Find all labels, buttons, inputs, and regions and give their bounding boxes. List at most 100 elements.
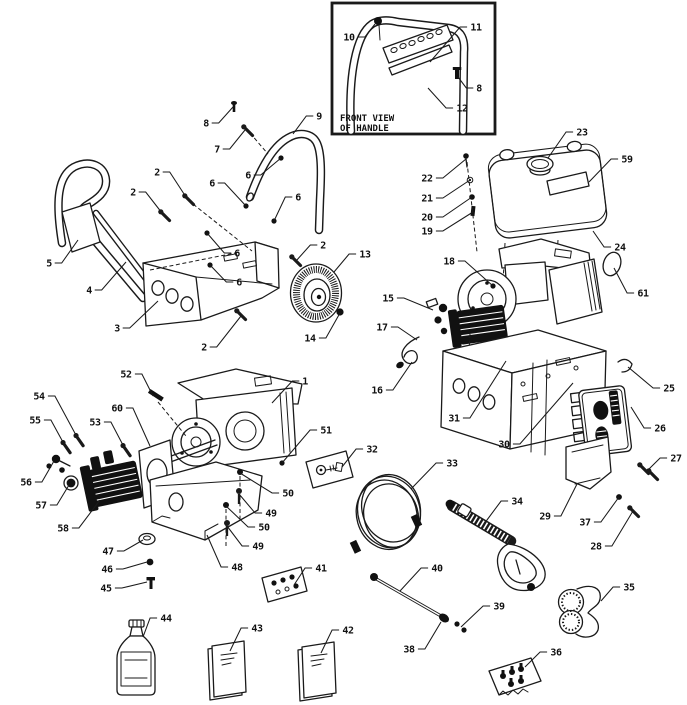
leader-line bbox=[435, 158, 467, 179]
callout-number: 7 bbox=[214, 145, 220, 156]
leader-line bbox=[225, 505, 256, 528]
control-panel bbox=[565, 385, 660, 519]
callout-6: 6 bbox=[209, 264, 243, 289]
leader-line bbox=[49, 484, 70, 506]
callout-number: 19 bbox=[421, 227, 433, 238]
callout-number: 1 bbox=[302, 377, 308, 388]
callout-55: 55 bbox=[29, 416, 65, 445]
callout-number: 36 bbox=[550, 648, 562, 659]
callout-42: 42 bbox=[320, 626, 354, 654]
engine-assembly-right bbox=[396, 238, 633, 398]
callout-number: 6 bbox=[234, 249, 240, 260]
callout-26: 26 bbox=[630, 406, 666, 435]
panel-bracket bbox=[565, 436, 612, 490]
pump-left bbox=[79, 450, 143, 512]
callout-number: 37 bbox=[579, 518, 591, 529]
callout-6: 6 bbox=[209, 179, 247, 207]
callout-number: 2 bbox=[201, 343, 207, 354]
leader-line bbox=[134, 373, 154, 397]
bolt-glyph bbox=[117, 440, 134, 458]
leader-line bbox=[238, 493, 263, 514]
bolt-glyph bbox=[180, 191, 196, 207]
leader-line bbox=[206, 534, 229, 568]
callout-number: 22 bbox=[421, 174, 433, 185]
callout-14: 14 bbox=[304, 312, 341, 345]
leader-line bbox=[320, 629, 340, 654]
inset-front-view-of-handle: FRONT VIEW OF HANDLE bbox=[330, 1, 497, 136]
callout-6: 6 bbox=[245, 157, 282, 182]
callout-1: 1 bbox=[271, 377, 309, 404]
callout-number: 55 bbox=[29, 416, 41, 427]
callout-2: 2 bbox=[154, 168, 187, 198]
leader-line bbox=[142, 617, 158, 638]
callout-number: 40 bbox=[431, 564, 443, 575]
fuel-tank-assembly bbox=[463, 140, 608, 284]
callout-number: 28 bbox=[590, 542, 602, 553]
callout-layer: 1222234566666789131410118122359222120192… bbox=[20, 23, 682, 668]
leader-line bbox=[399, 567, 429, 592]
leader-line bbox=[318, 312, 341, 339]
callout-61: 61 bbox=[613, 267, 649, 300]
bolt-glyph bbox=[57, 437, 74, 455]
callout-13: 13 bbox=[333, 250, 371, 273]
leader-line bbox=[229, 627, 249, 652]
leader-line bbox=[54, 239, 79, 264]
leader-line bbox=[435, 211, 474, 232]
callout-58: 58 bbox=[57, 499, 101, 535]
leader-line bbox=[410, 462, 444, 490]
leader-line bbox=[630, 406, 652, 429]
callout-number: 51 bbox=[320, 426, 332, 437]
callout-number: 13 bbox=[359, 250, 371, 261]
callout-number: 48 bbox=[231, 563, 243, 574]
leader-line bbox=[162, 171, 187, 198]
engine-pump-assembly-left bbox=[46, 368, 303, 589]
callout-5: 5 bbox=[46, 239, 79, 270]
callout-number: 11 bbox=[470, 23, 482, 34]
callout-number: 43 bbox=[251, 624, 263, 635]
callout-23: 23 bbox=[547, 128, 588, 159]
callout-34: 34 bbox=[483, 497, 523, 525]
callout-44: 44 bbox=[142, 614, 172, 638]
callout-50: 50 bbox=[225, 505, 270, 534]
callout-4: 4 bbox=[86, 261, 127, 297]
callout-28: 28 bbox=[590, 510, 634, 553]
handle-knob bbox=[374, 17, 382, 25]
leader-line bbox=[457, 76, 474, 89]
callout-number: 46 bbox=[101, 565, 113, 576]
leader-line bbox=[94, 261, 127, 291]
leader-line bbox=[357, 23, 376, 38]
leader-line bbox=[138, 191, 163, 214]
handle-pad bbox=[61, 202, 101, 253]
flywheel bbox=[171, 417, 221, 467]
callout-46: 46 bbox=[101, 561, 148, 576]
leader-line bbox=[547, 131, 574, 159]
leader-line bbox=[217, 182, 247, 207]
leader-line bbox=[292, 115, 314, 135]
leader-line bbox=[457, 260, 494, 287]
leader-line bbox=[125, 407, 151, 447]
callout-number: 24 bbox=[614, 243, 626, 254]
leader-line bbox=[429, 26, 468, 63]
leader-line bbox=[593, 496, 620, 523]
callout-number: 29 bbox=[539, 512, 551, 523]
callout-number: 44 bbox=[160, 614, 172, 625]
callout-number: 59 bbox=[621, 155, 633, 166]
callout-37: 37 bbox=[579, 496, 620, 529]
callout-49: 49 bbox=[226, 525, 264, 553]
callout-25: 25 bbox=[627, 366, 675, 395]
high-pressure-hose bbox=[349, 473, 423, 554]
leader-line bbox=[524, 651, 548, 668]
leader-line bbox=[435, 179, 471, 199]
callout-30: 30 bbox=[498, 382, 574, 451]
thermal-relief-hose bbox=[401, 336, 420, 365]
callout-10: 10 bbox=[343, 23, 376, 44]
muffler bbox=[548, 258, 603, 325]
bolt-glyph bbox=[287, 252, 303, 268]
oil-bottle bbox=[116, 619, 156, 696]
leader-line bbox=[341, 448, 364, 468]
callout-35: 35 bbox=[600, 583, 635, 602]
leader-line bbox=[281, 429, 318, 464]
callout-number: 2 bbox=[130, 188, 136, 199]
leader-line bbox=[613, 267, 635, 294]
callout-number: 8 bbox=[203, 119, 209, 130]
